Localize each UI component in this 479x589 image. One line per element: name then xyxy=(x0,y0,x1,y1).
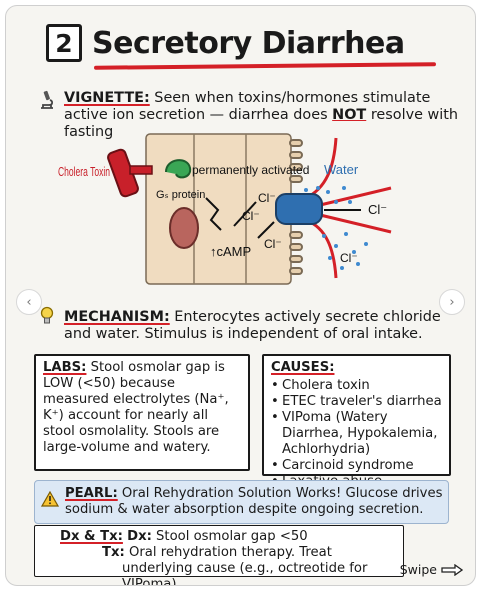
diagram-camp-label: ↑cAMP xyxy=(210,244,251,259)
pearl-text-wrap: PEARL: Oral Rehydration Solution Works! … xyxy=(65,486,445,518)
gs-protein-icon xyxy=(165,159,192,179)
dxtx-label: Dx & Tx: xyxy=(60,529,123,544)
swipe-label: Swipe xyxy=(399,562,437,577)
arrow-right-icon xyxy=(441,563,463,576)
next-slide-button[interactable]: › xyxy=(439,289,465,315)
labs-box: LABS: Stool osmolar gap is LOW (<50) bec… xyxy=(34,354,250,471)
lightbulb-icon xyxy=(40,306,54,324)
dx-text: Stool osmolar gap <50 xyxy=(151,529,308,544)
causes-label: CAUSES: xyxy=(271,360,335,375)
diagram-cl-5: Cl⁻ xyxy=(340,251,358,265)
tx-label: Tx: xyxy=(102,545,125,560)
labs-label: LABS: xyxy=(43,360,87,375)
dxtx-box: Dx & Tx: Dx: Stool osmolar gap <50 Tx: O… xyxy=(34,525,404,585)
diagram-cl-4: Cl⁻ xyxy=(368,202,387,217)
tx-text: Oral rehydration therapy. Treat underlyi… xyxy=(122,545,368,586)
slide-number: 2 xyxy=(46,24,82,62)
causes-box: CAUSES: Cholera toxin ETEC traveler's di… xyxy=(262,354,451,490)
diagram-cholera-label: Cholera Toxin xyxy=(58,164,110,179)
microscope-icon xyxy=(41,90,54,109)
vignette-section: VIGNETTE: Seen when toxins/hormones stim… xyxy=(64,90,460,141)
mechanism-text: Enterocytes actively secrete chloride an… xyxy=(64,309,441,342)
dx-label: Dx: xyxy=(127,529,152,544)
pearl-label: PEARL: xyxy=(65,486,118,501)
cause-item: VIPoma (Watery Diarrhea, Hypokalemia, Ac… xyxy=(271,410,442,458)
vignette-not: NOT xyxy=(332,107,367,123)
pearl-box: PEARL: Oral Rehydration Solution Works! … xyxy=(34,480,449,524)
cftr-channel xyxy=(275,193,323,225)
cause-item: Cholera toxin xyxy=(271,378,442,394)
title-row: 2 Secretory Diarrhea xyxy=(46,24,405,62)
mechanism-diagram: Cholera Toxin permanently activated Gₛ p… xyxy=(58,133,392,285)
title-underline xyxy=(93,62,437,70)
diagram-water-label: Water xyxy=(324,162,359,177)
vignette-label: VIGNETTE: xyxy=(64,90,150,106)
mechanism-section: MECHANISM: Enterocytes actively secrete … xyxy=(64,309,460,343)
vignette-text-a: Seen when toxins/hormones stimulate acti… xyxy=(64,90,431,123)
cholera-toxin-icon xyxy=(107,148,153,198)
cause-item: Carcinoid syndrome xyxy=(271,458,442,474)
causes-list: Cholera toxin ETEC traveler's diarrhea V… xyxy=(271,378,442,490)
vignette-text-b: resolve with fasting xyxy=(64,107,459,140)
enterocyte-cell xyxy=(145,133,292,285)
nucleus xyxy=(169,207,199,249)
prev-slide-button[interactable]: ‹ xyxy=(16,289,42,315)
diagram-gs-label: Gₛ protein xyxy=(156,189,205,201)
pearl-text: Oral Rehydration Solution Works! Glucose… xyxy=(65,486,443,517)
dxtx-content: Dx & Tx: Dx: Stool osmolar gap <50 Tx: O… xyxy=(60,529,400,586)
labs-text: Stool osmolar gap is LOW (<50) because m… xyxy=(43,360,229,455)
cause-item: ETEC traveler's diarrhea xyxy=(271,394,442,410)
slide-card: 2 Secretory Diarrhea VIGNETTE: Seen when… xyxy=(5,5,476,586)
swipe-hint[interactable]: Swipe xyxy=(400,562,463,577)
diagram-cl-2: Cl⁻ xyxy=(242,209,260,223)
page-title: Secretory Diarrhea xyxy=(92,25,405,61)
warning-icon xyxy=(41,491,59,507)
diagram-activated-label: permanently activated xyxy=(192,163,309,177)
mechanism-label: MECHANISM: xyxy=(64,309,170,325)
diagram-cl-3: Cl⁻ xyxy=(264,237,282,251)
diagram-cl-1: Cl⁻ xyxy=(258,191,276,205)
